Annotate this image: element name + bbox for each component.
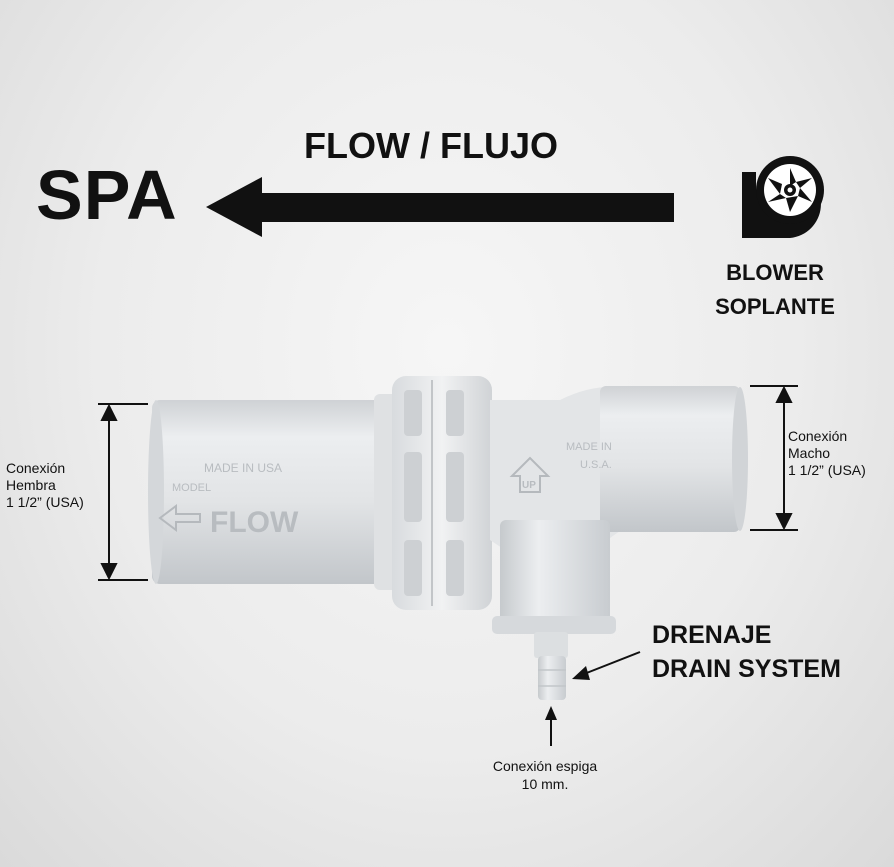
macho-dimension <box>750 385 798 531</box>
emboss-model: MODEL <box>172 482 211 494</box>
emboss-flow: FLOW <box>210 506 299 539</box>
macho-line-2: Macho <box>788 445 831 461</box>
check-valve-fitting <box>148 376 748 700</box>
hembra-line-3: 1 1/2” (USA) <box>6 494 84 510</box>
drain-label-es: DRENAJE <box>652 621 772 649</box>
emboss-usa: U.S.A. <box>580 459 612 471</box>
espiga-line-2: 10 mm. <box>521 776 569 792</box>
spigot-pointer-arrow <box>545 706 557 746</box>
spigot-connection-label: Conexión espiga 10 mm. <box>470 757 620 793</box>
hembra-line-2: Hembra <box>6 477 56 493</box>
blower-fan-icon <box>742 156 824 238</box>
blower-label-es: SOPLANTE <box>715 294 835 319</box>
blower-label: BLOWER SOPLANTE <box>700 256 850 324</box>
drain-system-label: DRENAJE DRAIN SYSTEM <box>652 618 841 686</box>
emboss-made-in-usa: MADE IN USA <box>204 461 282 475</box>
hembra-dimension <box>98 403 148 581</box>
espiga-line-1: Conexión espiga <box>492 758 598 774</box>
hembra-connection-label: Conexión Hembra 1 1/2” (USA) <box>6 460 84 511</box>
blower-label-en: BLOWER <box>726 260 824 285</box>
flow-label: FLOW / FLUJO <box>304 125 558 166</box>
macho-connection-label: Conexión Macho 1 1/2” (USA) <box>788 428 866 479</box>
macho-line-1: Conexión <box>788 428 848 444</box>
macho-line-3: 1 1/2” (USA) <box>788 462 866 478</box>
drain-pointer-arrow <box>572 651 641 680</box>
drain-label-en: DRAIN SYSTEM <box>652 655 841 683</box>
spa-label: SPA <box>36 156 178 234</box>
flow-arrow-icon <box>206 177 674 237</box>
emboss-up: UP <box>522 480 536 491</box>
hembra-line-1: Conexión <box>6 460 66 476</box>
emboss-made-in: MADE IN <box>566 441 612 453</box>
